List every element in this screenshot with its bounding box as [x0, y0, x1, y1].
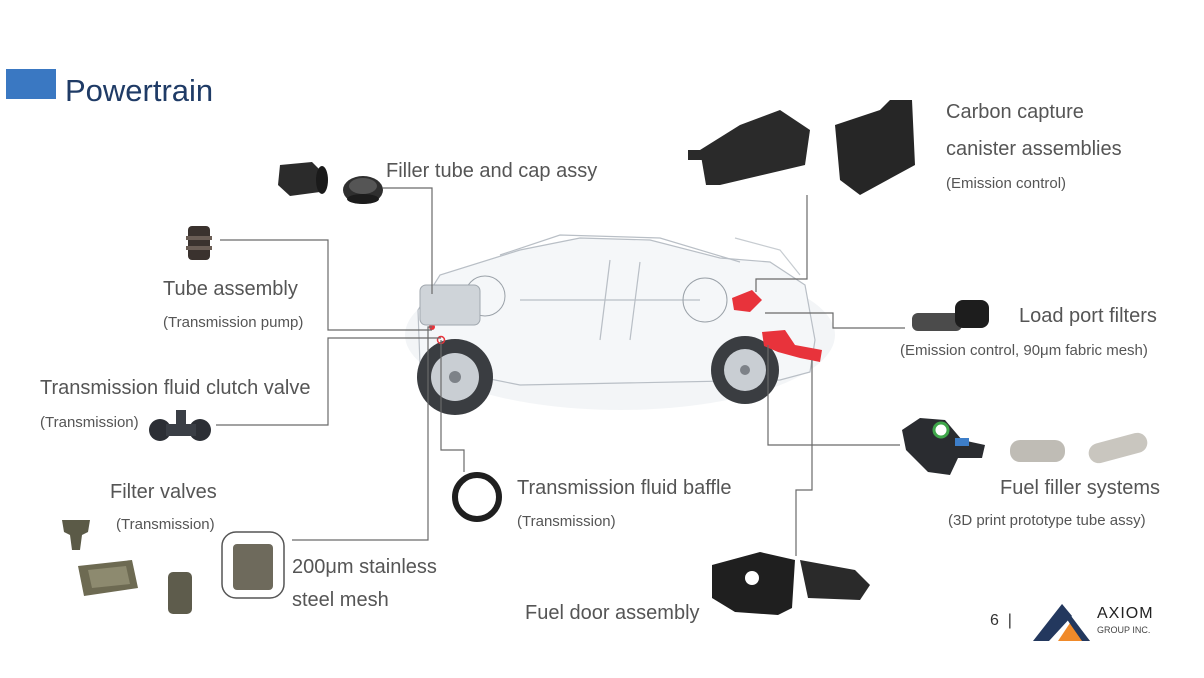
stainless-mesh-part-image: [221, 531, 285, 599]
fuel-door-part-image: [712, 552, 870, 615]
label-filter-valves-sub: (Transmission): [116, 516, 215, 533]
page-number-separator: |: [1007, 612, 1012, 629]
tube-assembly-part-image: [186, 226, 212, 260]
connector-lines: [216, 187, 905, 556]
brand-name: AXIOM: [1097, 605, 1154, 622]
page-number-value: 6: [990, 612, 999, 629]
fuel-filler-part-image: [902, 418, 985, 475]
label-clutch-valve: Transmission fluid clutch valve: [40, 377, 311, 399]
page-number: 6 |: [990, 612, 1012, 630]
baffle-ring-part-image: [452, 472, 502, 522]
label-tube-assembly-sub: (Transmission pump): [163, 314, 304, 331]
label-transmission-baffle-sub: (Transmission): [517, 513, 616, 530]
label-clutch-valve-sub: (Transmission): [40, 414, 139, 431]
fuel-cap-part-image: [343, 176, 383, 204]
carbon-canister-1-part-image: [688, 110, 810, 185]
label-transmission-baffle: Transmission fluid baffle: [517, 477, 732, 499]
label-carbon-capture-sub: (Emission control): [946, 175, 1067, 192]
slide-title: Powertrain: [65, 73, 214, 108]
filter-cylinder-part-image: [168, 572, 192, 614]
label-load-port-filters-sub: (Emission control, 90μm fabric mesh): [900, 342, 1148, 359]
label-fuel-filler-sub: (3D print prototype tube assy): [948, 512, 1146, 529]
filter-valve-small-part-image: [62, 520, 90, 550]
label-carbon-capture-line1: Carbon capture: [946, 101, 1084, 123]
load-port-filter-part-image: [912, 300, 989, 331]
engine-block: [419, 284, 481, 326]
front-wheel: [417, 339, 493, 415]
label-mesh-line2: steel mesh: [292, 589, 389, 611]
carbon-canister-2-part-image: [835, 100, 915, 195]
prototype-tube-1-part-image: [1010, 440, 1065, 462]
label-filter-valves: Filter valves: [110, 481, 217, 503]
label-fuel-door: Fuel door assembly: [525, 602, 700, 624]
label-carbon-capture-line2: canister assemblies: [946, 138, 1122, 160]
fuel-door-highlight: [762, 330, 822, 362]
axiom-logo-mark: [1033, 604, 1090, 641]
label-filler-tube: Filler tube and cap assy: [386, 160, 598, 182]
clutch-valve-part-image: [149, 410, 211, 441]
label-fuel-filler: Fuel filler systems: [1000, 477, 1161, 499]
prototype-tube-2-part-image: [1088, 432, 1148, 464]
label-tube-assembly: Tube assembly: [163, 278, 298, 300]
car-wireframe-image: [405, 234, 835, 410]
fuel-tank-highlight: [732, 290, 762, 312]
title-accent-bar: [6, 69, 56, 99]
label-mesh-line1: 200μm stainless: [292, 556, 437, 578]
rear-wheel: [711, 336, 779, 404]
label-load-port-filters: Load port filters: [1019, 305, 1157, 327]
filter-mesh-tray-part-image: [78, 560, 138, 596]
brand-tagline: GROUP INC.: [1097, 625, 1151, 635]
filler-tube-part-image: [278, 162, 328, 196]
